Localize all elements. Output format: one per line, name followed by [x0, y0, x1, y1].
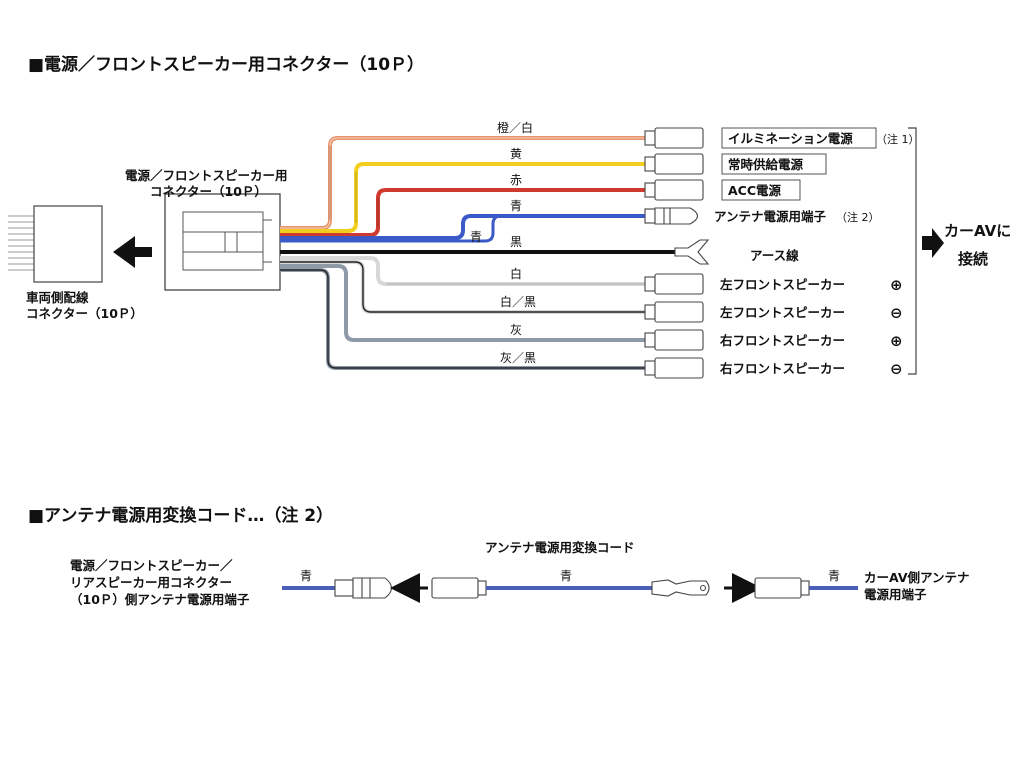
- wire-label-white: 白: [510, 266, 522, 281]
- cord-title: アンテナ電源用変換コード: [485, 540, 635, 555]
- wire-label-orange-white: 橙／白: [497, 120, 533, 135]
- terminal-label-acc: ACC電源: [728, 183, 782, 198]
- terminal-gray: [644, 329, 704, 351]
- section1-title: ■電源／フロントスピーカー用コネクター（10Ｐ）: [28, 54, 424, 75]
- car-av-label-1: カーAVに: [944, 222, 1011, 240]
- terminal-label-box-constant: [721, 153, 827, 175]
- wire-blue-extra: [280, 214, 645, 243]
- connector-right: [754, 577, 810, 599]
- wire-blue: [280, 214, 645, 240]
- left-label-2: リアスピーカー用コネクター: [70, 575, 232, 590]
- main-connector-label-1: 電源／フロントスピーカー用: [125, 168, 288, 183]
- wire-gray: [280, 264, 645, 342]
- cord-label-mid: 青: [560, 569, 572, 583]
- terminal-orange-white: [644, 127, 704, 149]
- main-connector: [164, 193, 281, 291]
- wire-label-red: 赤: [510, 173, 522, 187]
- terminal-label-right-minus: 右フロントスピーカー: [719, 361, 845, 376]
- polarity-minus-icon: ⊖: [890, 360, 903, 378]
- terminal-label-antenna: アンテナ電源用端子: [714, 209, 827, 224]
- connector-left: [334, 577, 393, 599]
- terminal-label-left-minus: 左フロントスピーカー: [719, 305, 845, 320]
- cord-label-left: 青: [300, 569, 312, 583]
- arrow-left-icon: [113, 236, 152, 268]
- terminal-blue: [644, 207, 699, 225]
- wire-label-yellow: 黄: [510, 147, 522, 161]
- terminal-label-illumination: イルミネーション電源: [728, 131, 853, 146]
- terminal-label-left-plus: 左フロントスピーカー: [719, 277, 845, 292]
- cord-connector-female: [431, 577, 487, 599]
- car-av-label-2: 接続: [958, 250, 988, 268]
- left-label-3: （10Ｐ）側アンテナ電源用端子: [70, 592, 250, 607]
- vehicle-connector-label-1: 車両側配線: [26, 290, 89, 305]
- terminal-label-ground: アース線: [750, 248, 799, 263]
- wire-label-blue-extra: 青: [470, 230, 482, 244]
- section2-title: ■アンテナ電源用変換コード…（注 2）: [28, 505, 333, 526]
- terminal-label-box-acc: [721, 179, 801, 201]
- terminal-yellow: [644, 153, 704, 175]
- terminal-note-2: （注 2）: [836, 210, 880, 224]
- terminal-gray-black: [644, 357, 704, 379]
- bracket: [908, 127, 917, 375]
- main-connector-label-2: コネクター（10Ｐ）: [150, 184, 267, 199]
- polarity-minus-icon: ⊖: [890, 304, 903, 322]
- arrow-right-icon: [922, 228, 944, 258]
- wire-white: [280, 256, 645, 286]
- polarity-plus-icon: ⊕: [890, 332, 903, 350]
- cord-label-right: 青: [828, 569, 840, 583]
- left-label-1: 電源／フロントスピーカー／: [70, 558, 233, 573]
- terminal-red: [644, 179, 704, 201]
- wire-label-gray: 灰: [510, 323, 522, 337]
- vehicle-connector-label-2: コネクター（10Ｐ）: [26, 306, 143, 321]
- vehicle-connector: [8, 205, 103, 283]
- right-label-1: カーAV側アンテナ: [864, 570, 970, 585]
- polarity-plus-icon: ⊕: [890, 276, 903, 294]
- wire-label-gray-black: 灰／黒: [500, 351, 536, 365]
- terminal-white-black: [644, 301, 704, 323]
- terminal-label-box-illumination: [721, 127, 877, 149]
- cord-connector-male: [651, 579, 710, 597]
- terminal-white: [644, 273, 704, 295]
- terminal-note-1: （注 1）: [876, 132, 920, 146]
- right-label-2: 電源用端子: [864, 587, 927, 602]
- wire-label-black: 黒: [510, 235, 522, 249]
- terminal-label-constant: 常時供給電源: [728, 157, 804, 172]
- terminals: [644, 127, 710, 379]
- wire-label-blue: 青: [510, 199, 522, 213]
- terminal-black: [674, 239, 710, 265]
- wire-label-white-black: 白／黒: [500, 294, 536, 309]
- terminal-label-right-plus: 右フロントスピーカー: [719, 333, 845, 348]
- wire-white-black: [280, 260, 645, 314]
